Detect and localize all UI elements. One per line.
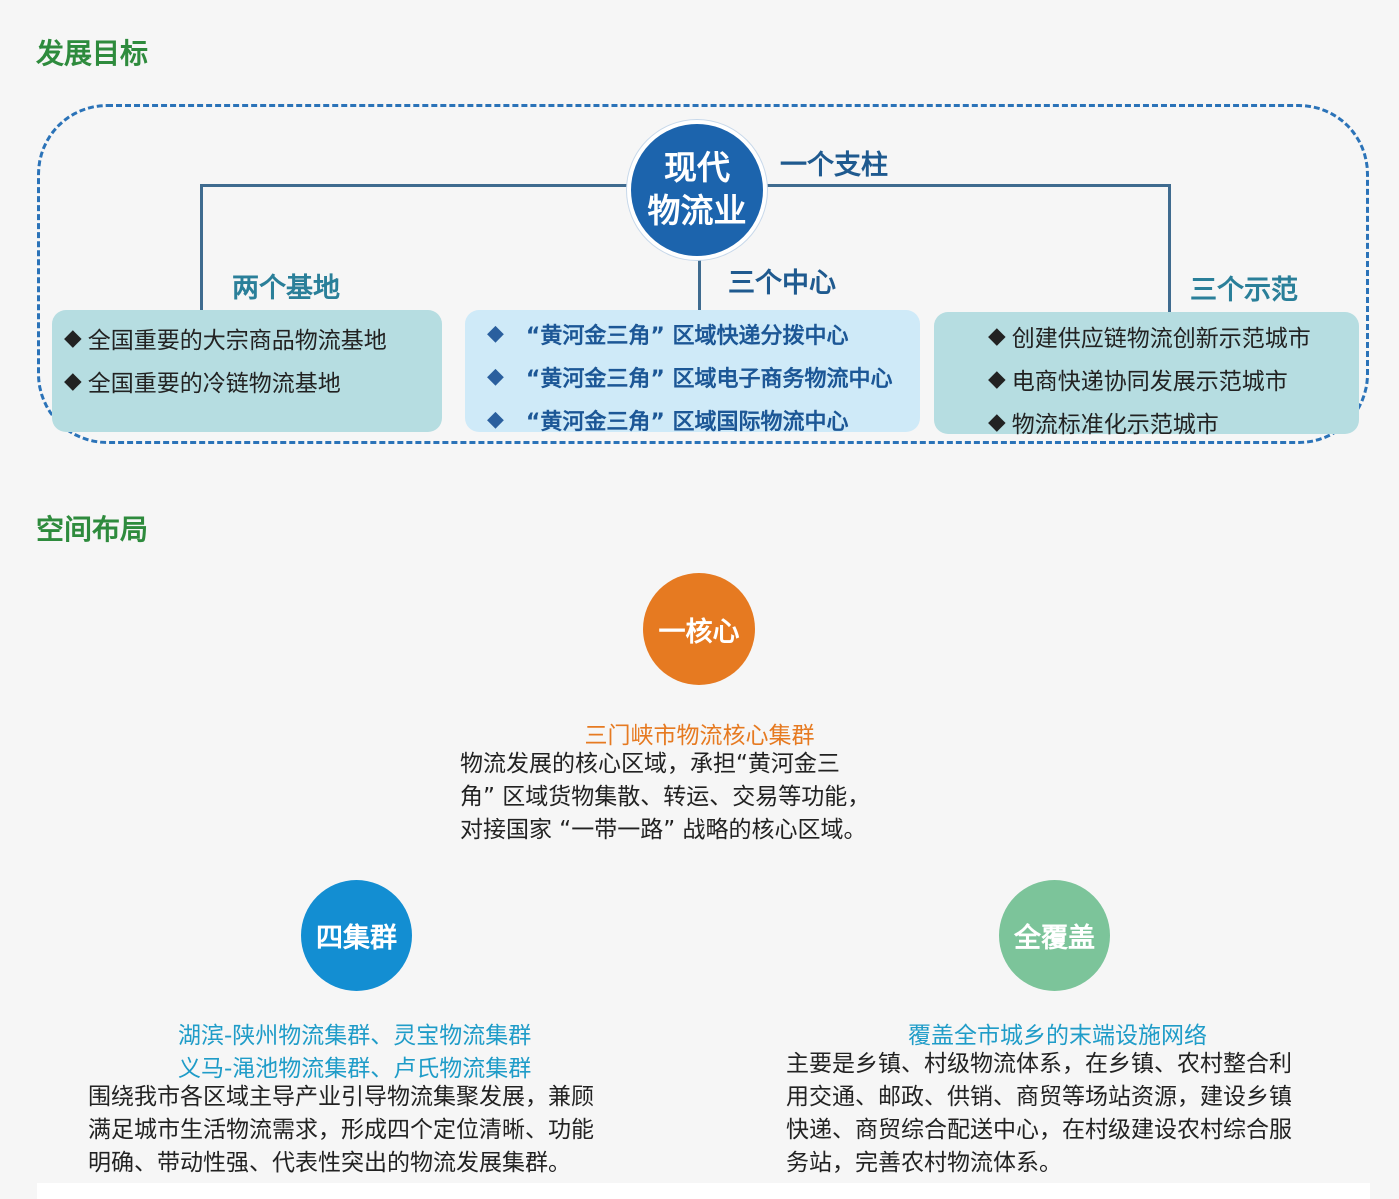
- list-item: ◆ “黄河金三角” 区域电子商务物流中心: [487, 355, 920, 398]
- description-line: 用交通、邮政、供销、商贸等场站资源，建设乡镇: [786, 1084, 1292, 1110]
- clusters-subtitle-line2: 义马-渑池物流集群、卢氏物流集群: [178, 1056, 532, 1082]
- diamond-bullet-icon: ◆: [988, 408, 1006, 435]
- diamond-bullet-icon: ◆: [988, 322, 1006, 349]
- coverage-description: 主要是乡镇、村级物流体系，在乡镇、农村整合利 用交通、邮政、供销、商贸等场站资源…: [786, 1048, 1292, 1180]
- description-line: 物流发展的核心区域，承担“黄河金三: [460, 751, 840, 777]
- list-item-text: 创建供应链物流创新示范城市: [1011, 325, 1311, 352]
- description-line: 满足城市生活物流需求，形成四个定位清晰、功能: [88, 1117, 594, 1143]
- description-line: 围绕我市各区域主导产业引导物流集聚发展，兼顾: [88, 1084, 594, 1110]
- list-item: ◆ 电商快递协同发展示范城市: [988, 357, 1359, 400]
- connector-horizontal-right: [765, 184, 1171, 187]
- core-industry-circle: 现代 物流业: [627, 120, 767, 260]
- diamond-bullet-icon: ◆: [487, 321, 504, 346]
- two-bases-label: 两个基地: [232, 273, 340, 304]
- list-item-text: “黄河金三角” 区域国际物流中心: [525, 409, 849, 435]
- diamond-bullet-icon: ◆: [487, 364, 504, 389]
- list-item: ◆ 物流标准化示范城市: [988, 400, 1359, 443]
- coverage-subtitle: 覆盖全市城乡的末端设施网络: [908, 1023, 1207, 1049]
- connector-vertical-left: [200, 184, 203, 310]
- full-coverage-badge: 全覆盖: [999, 880, 1110, 991]
- clusters-subtitle-line1: 湖滨-陕州物流集群、灵宝物流集群: [178, 1023, 532, 1049]
- goals-dashed-frame: [37, 104, 1369, 444]
- description-line: 快递、商贸综合配送中心，在村级建设农村综合服: [786, 1117, 1292, 1143]
- connector-horizontal-left: [200, 184, 630, 187]
- description-line: 明确、带动性强、代表性突出的物流发展集群。: [88, 1150, 571, 1176]
- list-item: ◆ 全国重要的大宗商品物流基地: [64, 316, 442, 359]
- two-bases-box: ◆ 全国重要的大宗商品物流基地 ◆ 全国重要的冷链物流基地: [52, 310, 442, 432]
- description-line: 务站，完善农村物流体系。: [786, 1150, 1062, 1176]
- connector-vertical-right: [1168, 184, 1171, 312]
- diamond-bullet-icon: ◆: [988, 365, 1006, 392]
- core-industry-line2: 物流业: [647, 191, 747, 230]
- list-item: ◆ “黄河金三角” 区域快递分拨中心: [487, 312, 920, 355]
- list-item-text: 物流标准化示范城市: [1011, 411, 1219, 438]
- description-line: 对接国家 “一带一路” 战略的核心区域。: [460, 817, 867, 843]
- list-item: ◆ 创建供应链物流创新示范城市: [988, 314, 1359, 357]
- list-item-text: 全国重要的大宗商品物流基地: [87, 327, 387, 354]
- three-demos-box: ◆ 创建供应链物流创新示范城市 ◆ 电商快递协同发展示范城市 ◆ 物流标准化示范…: [934, 312, 1359, 438]
- core-cluster-description: 物流发展的核心区域，承担“黄河金三 角” 区域货物集散、转运、交易等功能， 对接…: [460, 748, 870, 847]
- description-line: 主要是乡镇、村级物流体系，在乡镇、农村整合利: [786, 1051, 1292, 1077]
- pillar-label: 一个支柱: [780, 150, 888, 181]
- list-item-text: “黄河金三角” 区域快递分拨中心: [525, 323, 849, 349]
- goals-section-title: 发展目标: [36, 37, 149, 70]
- list-item: ◆ 全国重要的冷链物流基地: [64, 359, 442, 402]
- list-item-text: “黄河金三角” 区域电子商务物流中心: [525, 366, 893, 392]
- connector-vertical-center: [698, 258, 701, 310]
- list-item-text: 全国重要的冷链物流基地: [87, 370, 341, 397]
- diamond-bullet-icon: ◆: [64, 324, 82, 351]
- description-line: 角” 区域货物集散、转运、交易等功能，: [460, 784, 871, 810]
- bottom-strip: [37, 1183, 1370, 1199]
- three-centers-label: 三个中心: [728, 268, 836, 299]
- core-industry-line1: 现代: [664, 148, 730, 188]
- layout-section-title: 空间布局: [36, 513, 149, 546]
- core-cluster-subtitle: 三门峡市物流核心集群: [584, 723, 815, 749]
- list-item: ◆ “黄河金三角” 区域国际物流中心: [487, 398, 920, 441]
- four-clusters-badge: 四集群: [301, 880, 412, 991]
- clusters-description: 围绕我市各区域主导产业引导物流集聚发展，兼顾 满足城市生活物流需求，形成四个定位…: [88, 1081, 594, 1180]
- list-item-text: 电商快递协同发展示范城市: [1011, 368, 1288, 395]
- diamond-bullet-icon: ◆: [64, 367, 82, 394]
- one-core-badge: 一核心: [643, 573, 755, 685]
- three-centers-box: ◆ “黄河金三角” 区域快递分拨中心 ◆ “黄河金三角” 区域电子商务物流中心 …: [465, 310, 920, 435]
- three-demos-label: 三个示范: [1190, 275, 1298, 306]
- diamond-bullet-icon: ◆: [487, 407, 504, 432]
